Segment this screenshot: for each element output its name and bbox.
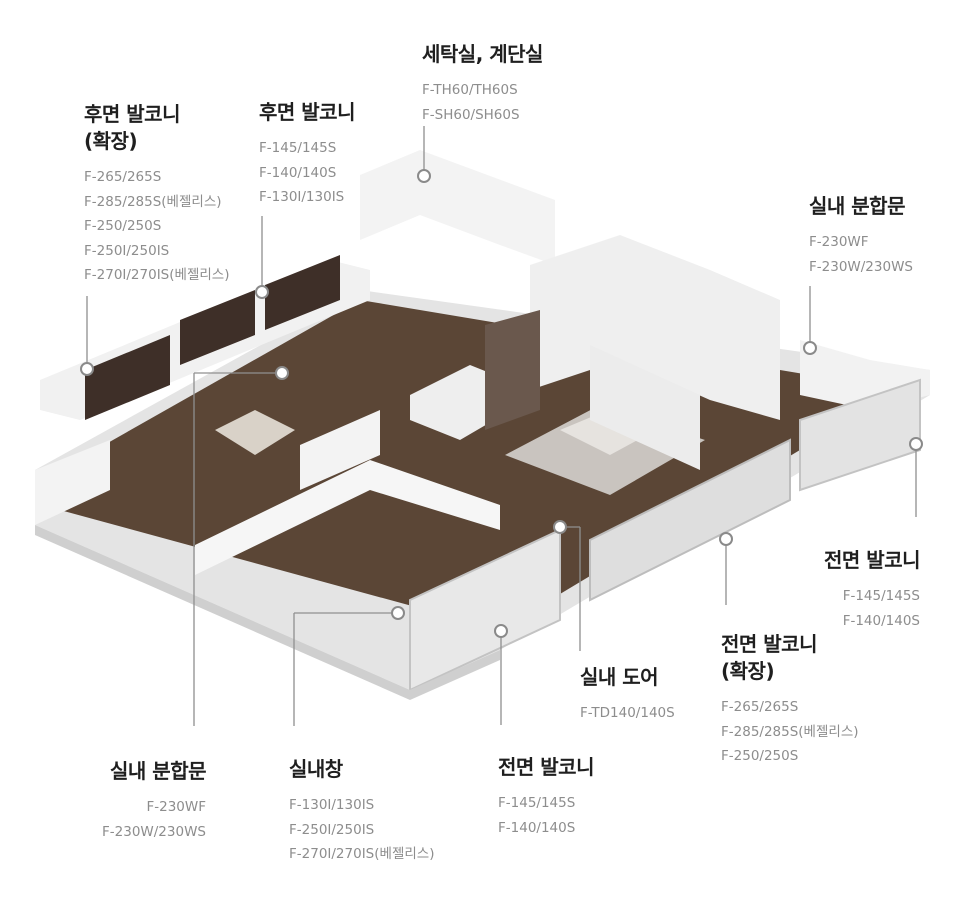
model-code: F-145/145S: [842, 588, 920, 604]
model-code: F-270I/270IS(베젤리스): [289, 846, 435, 862]
marker-dot: [909, 437, 923, 451]
front-balcony-frame: [589, 438, 791, 602]
model-code: F-TD140/140S: [580, 705, 675, 721]
model-code: F-265/265S: [721, 699, 799, 715]
front-balcony-frame-bottom: [409, 528, 561, 692]
callout-title: 전면 발코니: [498, 755, 594, 779]
model-code: F-250I/250IS: [289, 821, 375, 838]
model-code: F-230W/230WS: [102, 823, 206, 840]
callout-rear-balcony-extended: 후면 발코니 (확장) F-265/265S F-285/285S(베젤리스) …: [84, 101, 229, 288]
model-code: F-285/285S(베젤리스): [84, 193, 222, 210]
model-list: F-230WF F-230W/230WS: [809, 230, 913, 279]
model-code: F-140/140S: [842, 612, 920, 629]
model-code: F-270I/270IS(베젤리스): [84, 267, 230, 283]
model-list: F-230WF F-230W/230WS: [66, 795, 206, 844]
callout-front-balcony-right: 전면 발코니 F-145/145S F-140/140S: [780, 547, 920, 633]
callout-title: 후면 발코니: [84, 102, 180, 126]
marker-dot: [417, 169, 431, 183]
model-code: F-285/285S(베젤리스): [721, 723, 859, 740]
callout-title: 실내 분합문: [809, 194, 905, 218]
callout-title: 전면 발코니: [721, 632, 817, 656]
bathroom-wall: [530, 235, 780, 420]
marker-dot: [391, 606, 405, 620]
model-list: F-265/265S F-285/285S(베젤리스) F-250/250S F…: [84, 165, 229, 288]
model-list: F-145/145S F-140/140S: [498, 791, 594, 840]
model-code: F-145/145S: [259, 140, 337, 156]
callout-title: 후면 발코니: [259, 100, 355, 124]
callout-title: 실내 분합문: [110, 759, 206, 783]
model-list: F-145/145S F-140/140S F-130I/130IS: [259, 136, 355, 210]
model-code: F-250/250S: [84, 218, 162, 234]
front-balcony-frame-right: [799, 378, 921, 492]
model-list: F-265/265S F-285/285S(베젤리스) F-250/250S: [721, 695, 859, 769]
model-code: F-145/145S: [498, 795, 576, 811]
living-partition: [590, 345, 700, 470]
left-wall: [35, 440, 110, 525]
callout-subtitle: (확장): [84, 129, 138, 153]
front-room-wall: [195, 460, 500, 575]
marker-dot: [275, 366, 289, 380]
callout-front-balcony-extended: 전면 발코니 (확장) F-265/265S F-285/285S(베젤리스) …: [721, 631, 859, 769]
callout-interior-door: 실내 도어 F-TD140/140S: [580, 664, 675, 726]
model-list: F-130I/130IS F-250I/250IS F-270I/270IS(베…: [289, 793, 434, 867]
rear-wall-laundry: [360, 150, 555, 265]
callout-title: 실내창: [289, 757, 343, 781]
model-code: F-SH60/SH60S: [422, 106, 520, 123]
marker-dot: [803, 341, 817, 355]
model-list: F-TD140/140S: [580, 701, 675, 726]
rear-window-left: [85, 335, 170, 420]
marker-dot: [255, 285, 269, 299]
partition-wall: [300, 410, 380, 490]
model-code: F-140/140S: [498, 819, 576, 836]
callout-subtitle: (확장): [721, 659, 775, 683]
model-code: F-130I/130IS: [259, 189, 345, 205]
dark-wall-panel: [485, 310, 540, 430]
callout-front-balcony-bottom: 전면 발코니 F-145/145S F-140/140S: [498, 754, 594, 840]
callout-title: 실내 도어: [580, 665, 659, 689]
bed: [215, 410, 295, 455]
callout-rear-balcony: 후면 발코니 F-145/145S F-140/140S F-130I/130I…: [259, 99, 355, 210]
model-code: F-230WF: [146, 799, 206, 815]
rear-window-mid: [180, 290, 255, 365]
model-code: F-TH60/TH60S: [422, 82, 518, 98]
model-code: F-265/265S: [84, 169, 162, 185]
model-code: F-250/250S: [721, 748, 799, 764]
callout-interior-sliding-door-bottom: 실내 분합문 F-230WF F-230W/230WS: [66, 758, 207, 844]
callout-title: 세탁실, 계단실: [422, 42, 543, 66]
model-code: F-250I/250IS: [84, 242, 170, 259]
marker-dot: [80, 362, 94, 376]
callout-laundry-stair: 세탁실, 계단실 F-TH60/TH60S F-SH60/SH60S: [422, 41, 543, 127]
rear-window-right: [265, 255, 340, 330]
callout-title: 전면 발코니: [824, 548, 920, 572]
model-code: F-230W/230WS: [809, 258, 913, 275]
model-code: F-230WF: [809, 234, 869, 250]
marker-dot: [719, 532, 733, 546]
model-code: F-130I/130IS: [289, 797, 375, 813]
marker-dot: [553, 520, 567, 534]
model-list: F-145/145S F-140/140S: [780, 584, 920, 633]
model-code: F-140/140S: [259, 164, 337, 181]
marker-dot: [494, 624, 508, 638]
callout-interior-window: 실내창 F-130I/130IS F-250I/250IS F-270I/270…: [289, 756, 434, 867]
model-list: F-TH60/TH60S F-SH60/SH60S: [422, 78, 543, 127]
callout-interior-sliding-door-top: 실내 분합문 F-230WF F-230W/230WS: [809, 193, 913, 279]
